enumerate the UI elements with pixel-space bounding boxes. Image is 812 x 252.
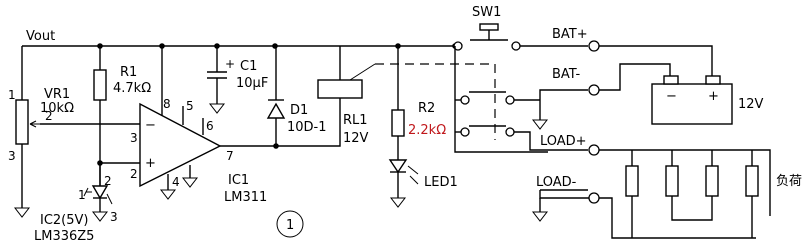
ic2-name: IC2(5V) bbox=[40, 213, 89, 228]
bat-plus-terminal bbox=[540, 40, 713, 76]
ic1-pin5: 5 bbox=[186, 99, 194, 113]
battery-plus-sign: + bbox=[708, 89, 719, 104]
ic1-name: IC1 bbox=[228, 173, 249, 188]
load-plus-terminal bbox=[548, 144, 771, 216]
vr1-value: 10kΩ bbox=[40, 101, 74, 116]
bat-minus-label: BAT- bbox=[552, 67, 581, 82]
ground-vr1 bbox=[13, 204, 31, 218]
load-resistors bbox=[625, 150, 759, 238]
c1-value: 10μF bbox=[236, 76, 268, 91]
bat-minus-terminal bbox=[531, 63, 671, 130]
bat-plus-label: BAT+ bbox=[552, 27, 588, 42]
d1-diode bbox=[266, 46, 341, 149]
ic2-pin3: 3 bbox=[110, 210, 118, 224]
led1-name: LED1 bbox=[424, 175, 458, 190]
battery-voltage: 12V bbox=[738, 97, 764, 112]
ic1-plus-input: + bbox=[145, 156, 156, 171]
r1-name: R1 bbox=[120, 65, 137, 80]
vr1-name: VR1 bbox=[44, 87, 70, 102]
ground-ic1-pin5 bbox=[181, 165, 199, 188]
ic2-pin1: 1 bbox=[78, 188, 86, 202]
r1-value: 4.7kΩ bbox=[113, 81, 151, 96]
led1-diode bbox=[388, 159, 419, 208]
ic1-pin8: 8 bbox=[163, 97, 171, 111]
rl1-name: RL1 bbox=[343, 113, 368, 128]
c1-plus-sign: + bbox=[225, 57, 235, 71]
ic2-part: LM336Z5 bbox=[34, 229, 94, 244]
ic1-pin6: 6 bbox=[206, 119, 214, 133]
c1-capacitor bbox=[207, 46, 227, 114]
c1-name: C1 bbox=[240, 59, 257, 74]
sw1-label: SW1 bbox=[472, 5, 501, 20]
vr1-potentiometer bbox=[15, 99, 140, 204]
figure-number: 1 bbox=[286, 218, 294, 233]
load-plus-label: LOAD+ bbox=[540, 134, 587, 149]
battery-minus-sign: − bbox=[666, 89, 677, 104]
d1-value: 10D-1 bbox=[287, 120, 327, 135]
battery bbox=[651, 75, 733, 125]
ic2-reference-diode bbox=[83, 163, 113, 212]
r2-resistor bbox=[391, 46, 405, 160]
ic1-pin7: 7 bbox=[226, 149, 234, 163]
r2-name: R2 bbox=[418, 101, 435, 116]
d1-name: D1 bbox=[290, 103, 308, 118]
ic1-minus-input: − bbox=[145, 118, 156, 133]
rl1-relay bbox=[317, 46, 496, 140]
ic1-comparator bbox=[139, 46, 276, 190]
ground-ic1-pin4 bbox=[159, 189, 177, 200]
rl1-value: 12V bbox=[343, 131, 369, 146]
ic1-pin4: 4 bbox=[172, 175, 180, 189]
sw1-switch bbox=[453, 23, 540, 51]
vr1-pin3: 3 bbox=[8, 149, 16, 163]
vr1-pin2: 2 bbox=[45, 109, 53, 123]
ic1-pin2: 2 bbox=[130, 167, 138, 181]
vr1-pin1: 1 bbox=[8, 88, 16, 102]
ic1-part: LM311 bbox=[224, 190, 267, 205]
load-minus-terminal bbox=[531, 189, 756, 239]
figure-number-badge bbox=[276, 210, 304, 238]
ic2-pin2: 2 bbox=[104, 174, 112, 188]
ground-ic2 bbox=[91, 211, 109, 222]
load-label: 负荷 bbox=[776, 174, 802, 189]
relay-contacts bbox=[454, 46, 548, 153]
ic1-pin3: 3 bbox=[130, 131, 138, 145]
load-minus-label: LOAD- bbox=[536, 175, 577, 190]
top-rail bbox=[21, 45, 458, 100]
vout-label: Vout bbox=[26, 29, 55, 44]
r2-value: 2.2kΩ bbox=[408, 123, 446, 138]
